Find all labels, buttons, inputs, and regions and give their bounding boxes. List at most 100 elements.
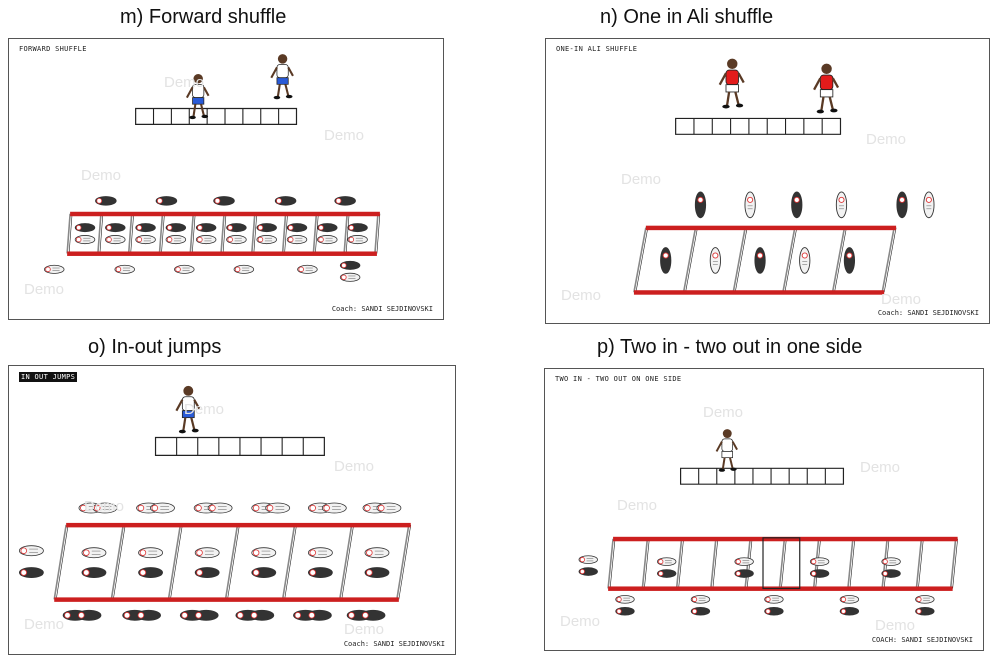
shoe-heel-mark bbox=[757, 252, 764, 259]
panel-n-drawing bbox=[633, 58, 935, 295]
shoe-sole bbox=[754, 247, 766, 274]
shoe-heel-mark bbox=[252, 549, 260, 556]
footprint bbox=[114, 264, 135, 274]
shoe-heel-mark bbox=[838, 196, 845, 203]
athlete-leg bbox=[182, 417, 187, 431]
shoe-heel-mark bbox=[166, 236, 173, 243]
athlete-arm bbox=[731, 441, 738, 451]
ladder-rung bbox=[881, 227, 895, 293]
athlete-arm bbox=[813, 77, 822, 91]
footprint bbox=[615, 606, 635, 616]
shoe-heel-mark bbox=[318, 236, 324, 243]
athlete-leg bbox=[200, 103, 205, 116]
shoe-heel-mark bbox=[735, 559, 741, 565]
shoe-heel-mark bbox=[348, 612, 355, 619]
ladder-rung-shadow bbox=[734, 227, 748, 293]
athlete-arm bbox=[270, 66, 278, 79]
footprint bbox=[251, 567, 277, 578]
athlete-shoe bbox=[189, 115, 196, 120]
shoe-heel-mark bbox=[925, 196, 932, 203]
shoe-heel-mark bbox=[257, 236, 264, 243]
athlete-shorts bbox=[725, 84, 739, 93]
shoe-heel-mark bbox=[341, 262, 347, 269]
footprint bbox=[690, 606, 711, 616]
ladder-rail bbox=[54, 597, 399, 602]
shoe-heel-mark bbox=[364, 504, 371, 512]
panel-n-heading: n) One in Ali shuffle bbox=[600, 6, 774, 28]
athlete-head bbox=[727, 58, 738, 70]
shoe-heel-mark bbox=[45, 266, 51, 273]
footprint bbox=[364, 567, 390, 578]
footprint bbox=[150, 502, 175, 514]
shoe-heel-mark bbox=[139, 569, 147, 576]
ladder-rung-shadow bbox=[99, 213, 104, 254]
ladder-rung-shadow bbox=[678, 538, 684, 589]
footprint bbox=[307, 567, 333, 578]
shoe-heel-mark bbox=[309, 504, 316, 512]
shoe-heel-mark bbox=[840, 608, 847, 614]
shoe-heel-mark bbox=[712, 252, 719, 259]
shoe-heel-mark bbox=[811, 559, 817, 565]
shoe-heel-mark bbox=[227, 236, 233, 243]
shoe-heel-mark bbox=[197, 224, 203, 231]
footprint bbox=[297, 264, 318, 274]
shoe-heel-mark bbox=[266, 504, 274, 512]
ladder-rung bbox=[915, 538, 923, 589]
shoe-heel-mark bbox=[137, 612, 145, 619]
ladder-rung bbox=[847, 538, 854, 589]
shoe-heel-mark bbox=[882, 559, 888, 565]
footprint bbox=[193, 609, 219, 621]
footprint bbox=[896, 191, 908, 219]
shoe-heel-mark bbox=[765, 608, 771, 614]
shoe-heel-mark bbox=[252, 569, 260, 576]
panel-m-heading: m) Forward shuffle bbox=[120, 6, 287, 28]
footprint bbox=[18, 567, 44, 578]
footprint bbox=[915, 595, 935, 604]
shoe-heel-mark bbox=[579, 557, 585, 563]
athlete-shoe bbox=[730, 467, 737, 471]
ladder-rung-shadow bbox=[345, 213, 350, 254]
footprint bbox=[233, 264, 255, 274]
shoe-heel-mark bbox=[309, 569, 316, 576]
athlete-shoe bbox=[273, 95, 281, 100]
shoe-heel-mark bbox=[83, 549, 90, 556]
panel-o-label: IN OUT JUMPS bbox=[19, 372, 78, 382]
coach-credit: Coach: SANDI SEJDINOVSKI bbox=[331, 305, 433, 313]
shoe-heel-mark bbox=[195, 504, 202, 512]
shoe-sole bbox=[694, 191, 707, 219]
shoe-heel-mark bbox=[309, 549, 316, 556]
shoe-heel-mark bbox=[366, 549, 373, 556]
ladder-rung-shadow bbox=[398, 524, 412, 600]
ladder-rung-shadow bbox=[609, 538, 616, 589]
footprint bbox=[657, 557, 677, 566]
shoe-heel-mark bbox=[662, 252, 669, 259]
footprint bbox=[578, 567, 598, 576]
ladder-rung-shadow bbox=[55, 524, 69, 600]
watermark: Demo bbox=[860, 459, 901, 476]
athlete-head bbox=[277, 54, 288, 64]
ladder-rung-shadow bbox=[952, 538, 958, 589]
ladder-rung-shadow bbox=[191, 213, 196, 254]
shoe-heel-mark bbox=[348, 236, 355, 243]
shoe-heel-mark bbox=[20, 569, 27, 576]
ladder-rail bbox=[67, 251, 377, 256]
shoe-heel-mark bbox=[616, 608, 622, 614]
shoe-heel-mark bbox=[20, 547, 27, 554]
highlight-box bbox=[762, 537, 801, 590]
athlete-arm bbox=[185, 86, 194, 99]
panel-two-in-two-out: TWO IN - TWO OUT ON ONE SIDE Demo Demo D… bbox=[544, 368, 984, 651]
footprint bbox=[690, 595, 711, 604]
footprint bbox=[839, 595, 860, 604]
footprint bbox=[915, 606, 935, 616]
athlete-figure bbox=[185, 74, 210, 120]
shoe-heel-mark bbox=[276, 197, 282, 204]
watermark: Demo bbox=[866, 131, 907, 148]
athlete-arm bbox=[715, 441, 723, 452]
footprint bbox=[657, 569, 677, 578]
small-ladder-outline bbox=[154, 436, 325, 456]
small-ladder bbox=[154, 436, 325, 456]
shoe-heel-mark bbox=[76, 236, 82, 243]
shoe-heel-mark bbox=[93, 504, 101, 512]
panel-p-heading: p) Two in - two out in one side bbox=[597, 336, 863, 358]
footprint bbox=[43, 264, 65, 274]
